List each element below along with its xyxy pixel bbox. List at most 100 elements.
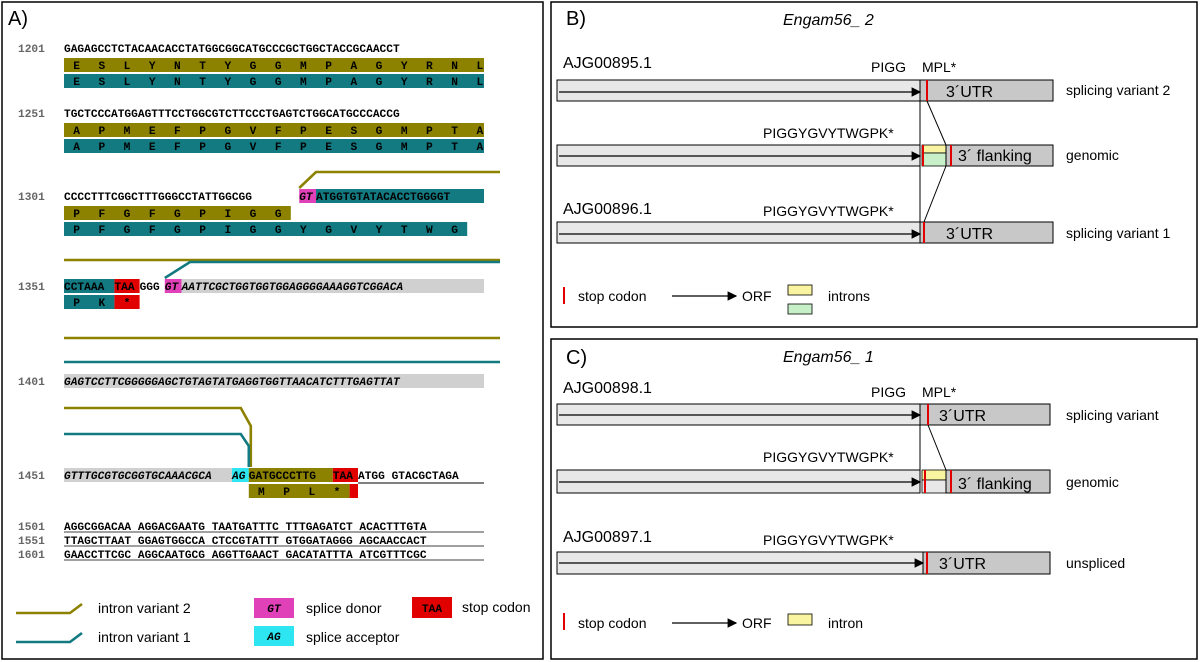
amino-acid: P (300, 142, 307, 154)
amino-acid: I (224, 225, 231, 237)
intron-sequence-band (181, 279, 484, 293)
utr-sequence: GAACCTTCGC AGGCAATGCG AGGTTGAACT GACATAT… (64, 550, 427, 562)
variant-label: genomic (1066, 147, 1119, 163)
amino-acid: P (325, 61, 332, 73)
amino-acid: M (124, 126, 131, 138)
intron-sequence: GAGTCCTTCGGGGGAGCTGTAGTATGAGGTGGTTAACATC… (64, 377, 401, 389)
amino-acid: G (275, 225, 282, 237)
amino-acid: G (224, 142, 231, 154)
amino-acid: G (250, 225, 257, 237)
splice-connector (923, 165, 947, 223)
amino-acid: G (275, 209, 282, 221)
amino-acid: V (250, 126, 257, 138)
amino-acid: G (376, 77, 383, 89)
stop-codon-box (349, 484, 358, 498)
amino-acid: F (174, 142, 181, 154)
orf-bar (556, 221, 921, 244)
peptide-label: PIGGYGVYTWGPK* (763, 532, 894, 548)
amino-acid: S (98, 61, 105, 73)
amino-acid: L (476, 61, 483, 73)
legend-label: stop codon (578, 288, 647, 304)
amino-acid: L (476, 77, 483, 89)
legend-label: intron (828, 615, 863, 631)
flanking-label: 3´ flanking (958, 148, 1032, 165)
peptide-label: MPL* (922, 384, 957, 400)
stop-codon-box (114, 295, 140, 309)
amino-acid-band (64, 222, 468, 236)
stop-codon-box (332, 468, 358, 482)
intron-legend-box (787, 284, 813, 296)
amino-acid: E (325, 142, 332, 154)
legend-label: splice acceptor (306, 629, 400, 645)
amino-acid: P (426, 142, 433, 154)
panel-b-title: Engam56_ 2 (783, 12, 874, 29)
intron-legend-box (787, 303, 813, 315)
splice-acceptor-legend-box (254, 626, 294, 646)
variant-label: genomic (1066, 474, 1119, 490)
intron-sequence-band (64, 468, 249, 482)
amino-acid: G (174, 225, 181, 237)
amino-acid: G (376, 61, 383, 73)
intron-1-sequence-band (316, 189, 484, 203)
amino-acid: M (300, 77, 307, 89)
amino-acid: N (174, 77, 181, 89)
amino-acid: G (124, 225, 131, 237)
amino-acid: P (98, 126, 105, 138)
amino-acid: G (451, 225, 458, 237)
stop-codon-box (114, 279, 140, 293)
flanking-bar (945, 144, 1054, 167)
position-number: 1601 (18, 550, 45, 562)
amino-acid: W (426, 225, 433, 237)
variant-label: splicing variant 1 (1066, 225, 1170, 241)
amino-acid: M (258, 487, 265, 499)
amino-acid: V (250, 142, 257, 154)
legend-label: introns (828, 288, 870, 304)
amino-acid: G (325, 225, 332, 237)
nucleotide-sequence: ATGG GTACGCTAGA (358, 471, 459, 483)
variant-label: splicing variant 2 (1066, 82, 1170, 98)
splice-acceptor-box (232, 468, 249, 482)
flanking-bar (945, 469, 1051, 494)
amino-acid-band (64, 139, 484, 153)
intron-legend-box (787, 613, 813, 626)
exon-band (248, 468, 333, 482)
legend-label: ORF (742, 288, 772, 304)
panel-b-frame (550, 1, 1198, 328)
amino-acid: M (124, 142, 131, 154)
nucleotide-sequence: CCCCTTTCGGCTTTGGGCCTATTGGCGG (64, 192, 252, 204)
peptide-label: PIGGYGVYTWGPK* (763, 449, 894, 465)
amino-acid: F (98, 225, 105, 237)
peptide-label: PIGGYGVYTWGPK* (763, 203, 894, 219)
splice-donor-box (299, 189, 316, 203)
intron-line (164, 260, 500, 280)
amino-acid: L (124, 61, 131, 73)
amino-acid: Y (149, 77, 156, 89)
panel-c-title: Engam56_ 1 (783, 349, 874, 366)
amino-acid: Y (149, 61, 156, 73)
amino-acid: I (224, 209, 231, 221)
amino-acid: E (73, 77, 80, 89)
amino-acid: Y (401, 77, 408, 89)
amino-acid: T (401, 225, 408, 237)
amino-acid-band (64, 58, 484, 72)
stop-codon: TAA (114, 282, 134, 294)
panel-a-label: A) (8, 8, 28, 30)
exon-band (64, 279, 115, 293)
stop-codon: TAA (333, 471, 353, 483)
accession-label: AJG00896.1 (563, 201, 652, 218)
position-number: 1401 (18, 377, 45, 389)
utr-sequence: AGGCGGACAA AGGACGAATG TAATGATTTC TTTGAGA… (64, 522, 427, 534)
amino-acid: P (73, 209, 80, 221)
amino-acid: E (325, 126, 332, 138)
utr-label: 3´UTR (939, 556, 986, 573)
splice-acceptor-legend-text: AG (266, 632, 281, 644)
position-number: 1451 (18, 471, 45, 483)
position-number: 1201 (18, 44, 45, 56)
flanking-label: 3´ flanking (958, 476, 1032, 493)
panel-c-frame (550, 338, 1198, 660)
amino-acid: E (73, 61, 80, 73)
amino-acid: A (73, 142, 80, 154)
amino-acid: R (426, 77, 433, 89)
amino-acid: K (98, 298, 105, 310)
